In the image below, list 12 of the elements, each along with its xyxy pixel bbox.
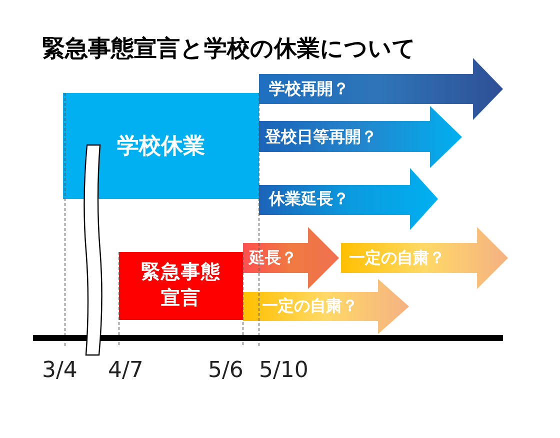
arrow-block: 登校日等再開？ [259, 106, 462, 168]
arrow-block: 休業延長？ [259, 168, 438, 230]
arrow-block: 学校再開？ [259, 58, 503, 120]
arrow-block: 一定の自粛？ [341, 227, 508, 289]
period-box: 学校休業 [63, 93, 259, 199]
date-label: 5/10 [259, 358, 308, 383]
date-label: 3/4 [42, 358, 78, 383]
date-label: 4/7 [108, 358, 144, 383]
date-label: 5/6 [208, 358, 244, 383]
arrow-block: 一定の自粛？ [243, 279, 409, 334]
arrow-block: 延長？ [243, 227, 339, 289]
period-box: 緊急事態宣言 [119, 252, 243, 320]
